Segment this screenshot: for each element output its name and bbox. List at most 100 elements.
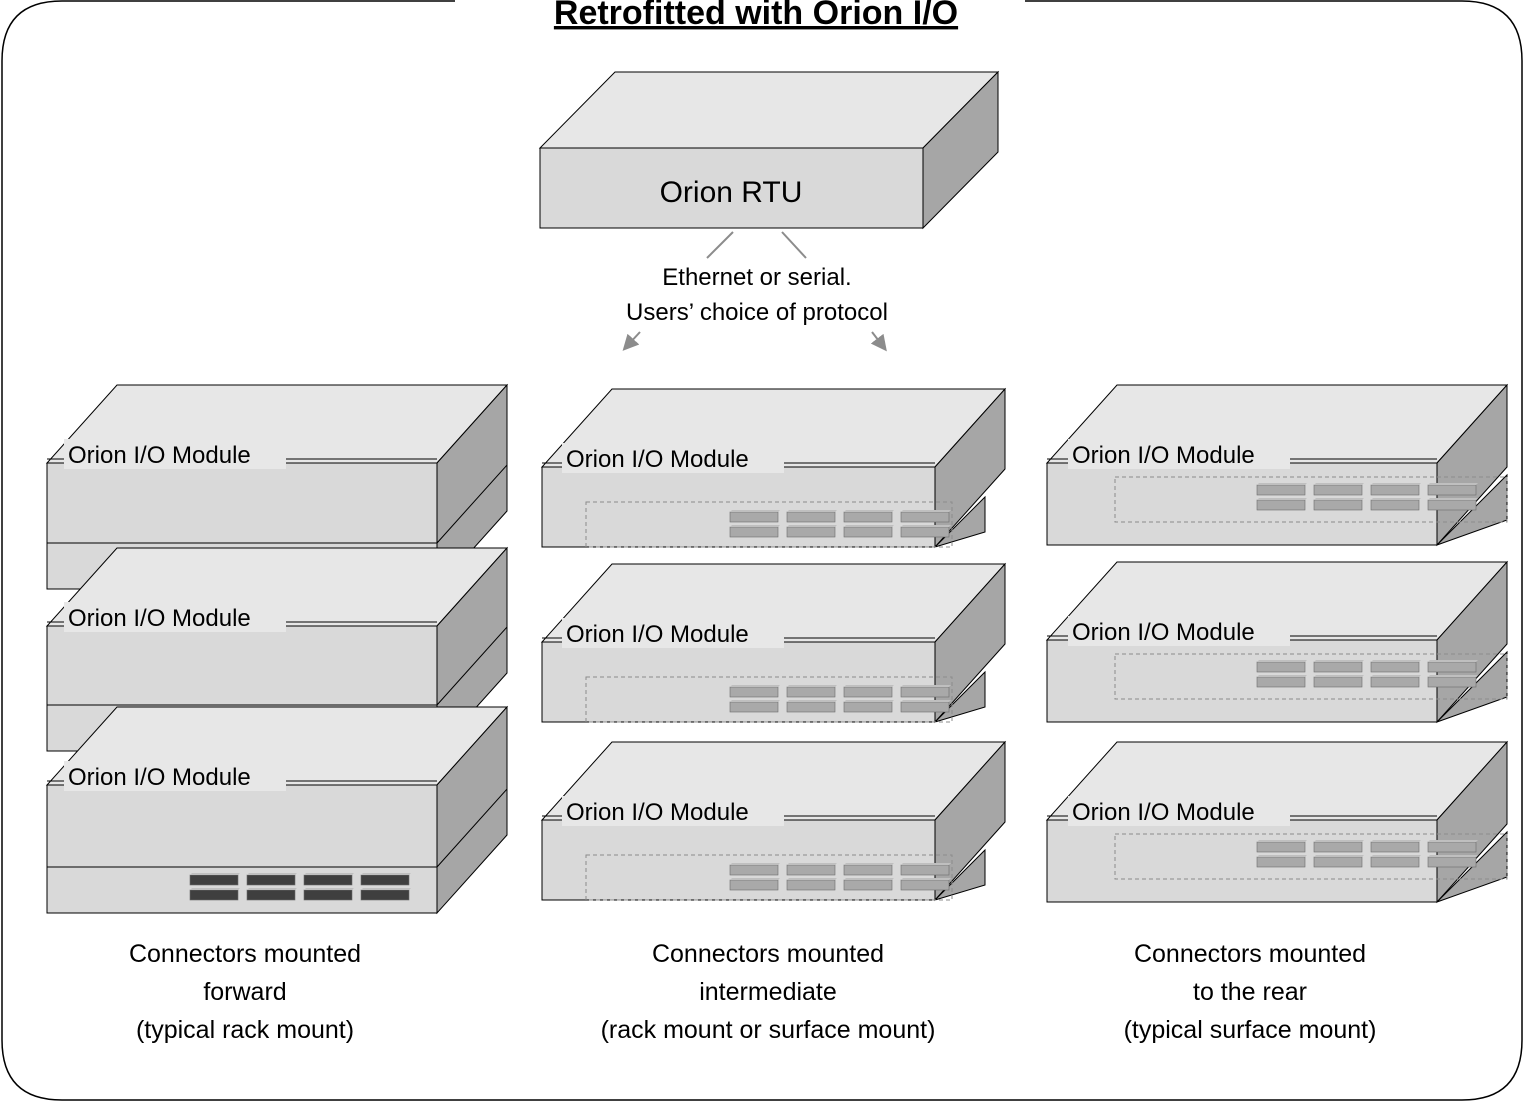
intermediate-connector xyxy=(843,511,893,523)
forward-connector-bevel xyxy=(247,888,297,890)
rear-connector xyxy=(1370,661,1420,673)
caption-intermediate-line1: Connectors mounted xyxy=(652,940,884,968)
intermediate-connector-bevel xyxy=(901,525,951,527)
intermediate-connector xyxy=(786,879,836,891)
intermediate-connector xyxy=(843,701,893,713)
module-label: Orion I/O Module xyxy=(566,799,749,826)
module-label: Orion I/O Module xyxy=(68,605,251,632)
forward-connector-bevel xyxy=(361,888,411,890)
module-rear-2: Orion I/O Module xyxy=(1045,560,1509,724)
arrow-right xyxy=(870,331,887,352)
intermediate-connector-bevel xyxy=(844,700,894,702)
module-label-bg xyxy=(64,761,286,791)
link-caption-line1: Ethernet or serial. xyxy=(662,264,851,291)
rear-connector-bevel xyxy=(1428,855,1478,857)
rear-connector xyxy=(1427,661,1477,673)
rtu-link-line-left xyxy=(706,231,734,259)
rear-connector xyxy=(1370,856,1420,868)
rear-connector xyxy=(1313,856,1363,868)
forward-connector-bevel xyxy=(190,873,240,875)
rear-connector xyxy=(1370,499,1420,511)
intermediate-connector-bevel xyxy=(901,510,951,512)
intermediate-connector-bevel xyxy=(787,700,837,702)
intermediate-connector-bevel xyxy=(730,510,780,512)
rear-connector xyxy=(1370,676,1420,688)
rtu-link-line-right xyxy=(781,231,807,259)
module-label: Orion I/O Module xyxy=(68,442,251,469)
module-label-bg xyxy=(1068,616,1290,646)
connector-recess xyxy=(1114,833,1508,880)
rear-connector-bevel xyxy=(1257,498,1307,500)
forward-connector xyxy=(189,874,239,886)
link-caption-line2: Users’ choice of protocol xyxy=(626,299,888,326)
caption-forward-line2: forward xyxy=(203,978,286,1006)
rear-connector xyxy=(1256,661,1306,673)
intermediate-connector xyxy=(900,701,950,713)
rear-connector xyxy=(1256,484,1306,496)
intermediate-connector-bevel xyxy=(730,685,780,687)
rtu-connection xyxy=(622,231,887,352)
intermediate-connector xyxy=(786,864,836,876)
forward-connector xyxy=(303,889,353,901)
module-label: Orion I/O Module xyxy=(566,446,749,473)
forward-connector-bevel xyxy=(361,873,411,875)
rear-connector-bevel xyxy=(1428,675,1478,677)
intermediate-connector xyxy=(729,511,779,523)
caption-intermediate-line3: (rack mount or surface mount) xyxy=(601,1016,936,1044)
intermediate-connector-bevel xyxy=(844,525,894,527)
forward-connector-bevel xyxy=(304,873,354,875)
column-captions: Connectors mounted forward (typical rack… xyxy=(129,940,1376,1044)
forward-connector xyxy=(189,889,239,901)
forward-connector-bevel xyxy=(304,888,354,890)
intermediate-connector xyxy=(729,879,779,891)
intermediate-connector-bevel xyxy=(787,878,837,880)
intermediate-connector-bevel xyxy=(730,878,780,880)
rear-connector xyxy=(1427,856,1477,868)
module-label-bg xyxy=(562,443,784,473)
rear-connector xyxy=(1370,841,1420,853)
intermediate-connector xyxy=(729,526,779,538)
rear-connector-bevel xyxy=(1257,660,1307,662)
intermediate-connector xyxy=(786,686,836,698)
module-label: Orion I/O Module xyxy=(1072,442,1255,469)
intermediate-connector-bevel xyxy=(787,863,837,865)
rear-connector-bevel xyxy=(1314,660,1364,662)
intermediate-connector-bevel xyxy=(787,525,837,527)
rear-connector xyxy=(1370,484,1420,496)
orion-rtu-box: Orion RTU xyxy=(538,70,1000,230)
forward-connector xyxy=(360,874,410,886)
caption-rear-line3: (typical surface mount) xyxy=(1124,1016,1377,1044)
intermediate-connector xyxy=(843,526,893,538)
connector-recess xyxy=(585,676,953,723)
module-forward-3: Orion I/O Module xyxy=(45,705,509,915)
rear-connector xyxy=(1427,676,1477,688)
rear-connector xyxy=(1427,841,1477,853)
intermediate-connector xyxy=(786,701,836,713)
caption-intermediate-line2: intermediate xyxy=(699,978,837,1006)
intermediate-connector-bevel xyxy=(844,863,894,865)
rear-connector xyxy=(1256,499,1306,511)
caption-forward-line3: (typical rack mount) xyxy=(136,1016,354,1044)
intermediate-connector xyxy=(729,864,779,876)
caption-rear-line1: Connectors mounted xyxy=(1134,940,1366,968)
intermediate-connector-bevel xyxy=(787,685,837,687)
module-body-front-face xyxy=(46,625,438,707)
rear-connector xyxy=(1313,661,1363,673)
forward-connector xyxy=(246,889,296,901)
forward-connector-bevel xyxy=(247,873,297,875)
rear-connector-bevel xyxy=(1314,483,1364,485)
module-rear-3: Orion I/O Module xyxy=(1045,740,1509,904)
rear-connector xyxy=(1313,841,1363,853)
module-body-front-face xyxy=(46,784,438,870)
connector-recess xyxy=(1114,476,1508,523)
rear-connector-bevel xyxy=(1371,675,1421,677)
module-label: Orion I/O Module xyxy=(68,764,251,791)
module-label: Orion I/O Module xyxy=(1072,799,1255,826)
module-label-bg xyxy=(64,602,286,632)
rear-connector-bevel xyxy=(1314,675,1364,677)
module-label-bg xyxy=(562,618,784,648)
module-body-front-face xyxy=(46,462,438,546)
module-rear-1: Orion I/O Module xyxy=(1045,383,1509,547)
